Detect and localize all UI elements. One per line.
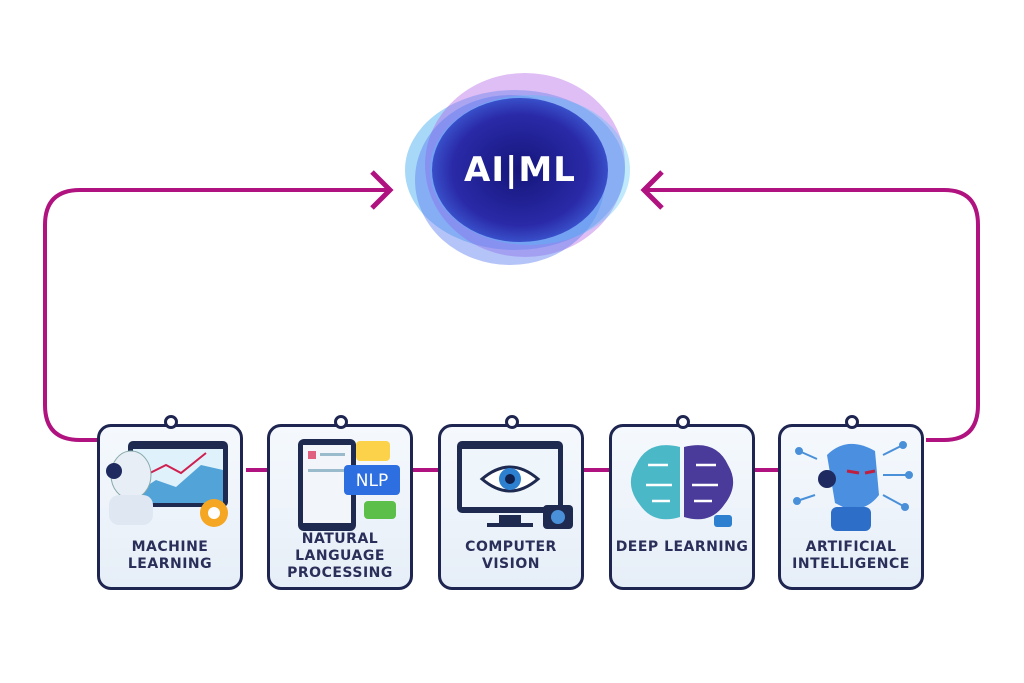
card-label: MACHINE LEARNING xyxy=(127,539,213,572)
pin-icon xyxy=(845,415,859,429)
left-arrowhead-icon xyxy=(370,170,394,210)
card-natural-language-processing: NLP NATURAL LANGUAGE PROCESSING xyxy=(267,415,413,590)
pin-icon xyxy=(164,415,178,429)
card-machine-learning: MACHINE LEARNING xyxy=(97,415,243,590)
pin-icon xyxy=(505,415,519,429)
card-deep-learning: DEEP LEARNING xyxy=(609,415,755,590)
right-loop-arrow-line xyxy=(644,188,980,442)
robot-chart-gear-icon xyxy=(106,441,228,527)
hub-blob-icon xyxy=(405,73,630,265)
robot-head-network-icon xyxy=(793,441,913,531)
card-label: ARTIFICIAL INTELLIGENCE xyxy=(792,539,910,572)
brain-circuit-icon xyxy=(630,445,734,527)
card-label: NATURAL LANGUAGE PROCESSING xyxy=(287,531,393,581)
card-computer-vision: COMPUTER VISION xyxy=(438,415,584,590)
card-label: DEEP LEARNING xyxy=(615,539,749,555)
nlp-badge: NLP xyxy=(356,471,388,491)
right-arrowhead-icon xyxy=(640,170,664,210)
left-loop-arrow-line xyxy=(43,188,388,442)
hub-title: AI|ML xyxy=(464,150,576,190)
tablet-speech-bubbles-icon: NLP xyxy=(298,439,400,531)
card-artificial-intelligence: ARTIFICIAL INTELLIGENCE xyxy=(778,415,924,590)
ai-ml-hub: AI|ML xyxy=(405,70,635,270)
pin-icon xyxy=(334,415,348,429)
monitor-eye-camera-icon xyxy=(457,441,573,529)
card-label: COMPUTER VISION xyxy=(465,539,557,572)
pin-icon xyxy=(676,415,690,429)
